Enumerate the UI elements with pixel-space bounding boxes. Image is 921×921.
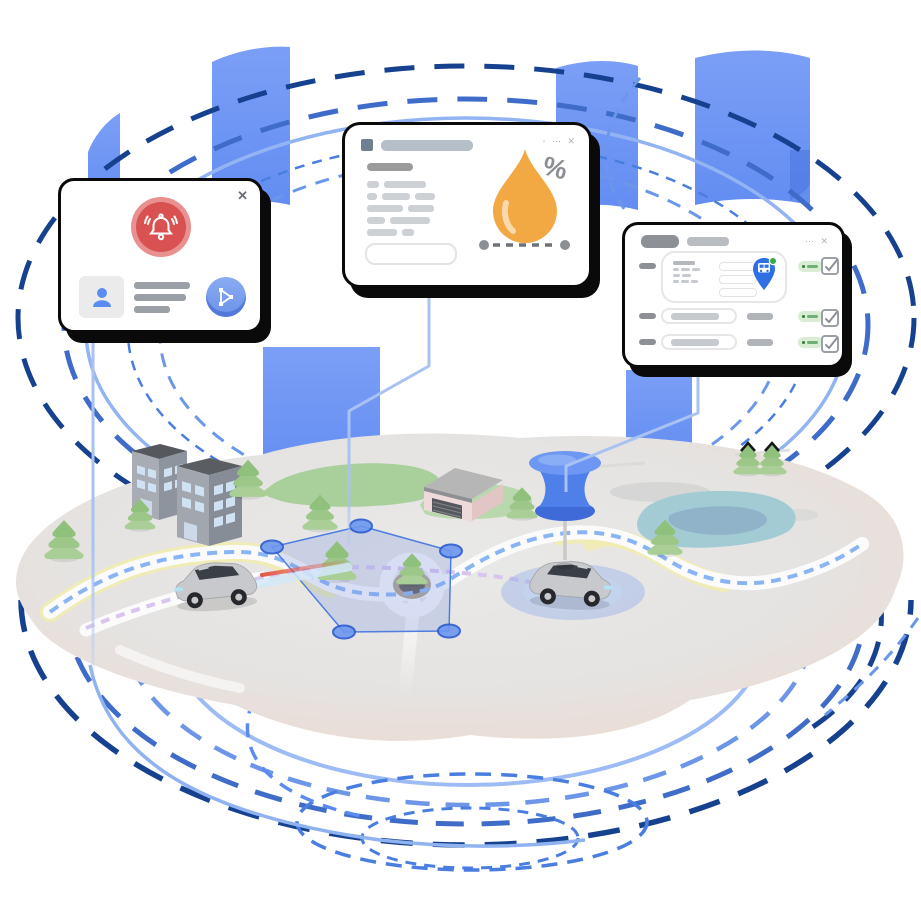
- trip-checklist-card: ⋯ ✕: [622, 222, 845, 368]
- skeleton-line: [134, 281, 190, 289]
- row-value-skeleton: [747, 339, 773, 346]
- row-field-skeleton: [661, 308, 737, 324]
- close-icon[interactable]: ✕: [567, 136, 577, 146]
- status-badge: [798, 261, 823, 272]
- window-controls[interactable]: ⋯ ✕: [805, 237, 830, 246]
- mini-table-skeleton: [673, 261, 700, 283]
- trip-detail-panel[interactable]: [661, 251, 787, 303]
- person-icon: [92, 288, 111, 307]
- alarm-badge: [130, 197, 191, 257]
- tab-skeleton[interactable]: [641, 235, 679, 248]
- header-title-skeleton: [381, 140, 473, 151]
- suv-car-right: [501, 559, 645, 620]
- section-title-skeleton: [367, 163, 413, 171]
- avatar: [79, 276, 124, 318]
- field-skeletons: [719, 262, 757, 297]
- text-skeleton: [134, 281, 196, 313]
- alarm-bell-icon: [143, 213, 178, 241]
- map-island: [15, 433, 904, 741]
- apartment-buildings: [132, 444, 242, 546]
- window-controls: ◦ ⋯ ✕: [542, 137, 577, 146]
- checkbox[interactable]: [821, 257, 839, 275]
- status-badge: [798, 311, 823, 322]
- close-icon[interactable]: ✕: [237, 188, 248, 203]
- row-label-skeleton: [639, 313, 656, 319]
- input-field[interactable]: [365, 243, 457, 265]
- route-dashed-blue: [48, 530, 864, 614]
- tab-skeleton[interactable]: [687, 237, 729, 246]
- card-connectors: [91, 286, 700, 676]
- row-label-skeleton: [639, 263, 656, 269]
- checkbox[interactable]: [821, 309, 839, 327]
- row-field-skeleton: [661, 334, 737, 350]
- skeleton-line: [134, 305, 170, 313]
- text-skeleton: [367, 181, 435, 236]
- route-progress-line: [479, 240, 570, 250]
- evergreen-trees: [44, 441, 787, 587]
- fuel-drop-icon: [493, 149, 557, 243]
- row-value-skeleton: [747, 313, 773, 320]
- geofence-polygon: [260, 518, 463, 640]
- bus-location-pin-icon: [753, 256, 778, 290]
- route-dashed-purple: [85, 565, 531, 630]
- park-green: [263, 463, 441, 507]
- header-square-icon: [361, 139, 373, 151]
- alert-notification-card: ✕: [58, 178, 263, 333]
- status-badge: [798, 337, 823, 348]
- globe-wireframe-bottom: [18, 558, 920, 872]
- row-label-skeleton: [639, 339, 656, 345]
- more-icon[interactable]: ⋯: [551, 136, 563, 146]
- geofence-polygon-icon: [219, 288, 233, 306]
- geofence-vertices: [260, 518, 463, 640]
- more-close-icons[interactable]: ⋯ ✕: [804, 236, 830, 246]
- fuel-report-card: ◦ ⋯ ✕ %: [342, 122, 592, 288]
- minimize-icon[interactable]: ◦: [542, 136, 548, 146]
- geofence-action-button[interactable]: [206, 277, 246, 317]
- skeleton-line: [134, 293, 186, 301]
- garage: [424, 468, 503, 522]
- checkbox[interactable]: [821, 335, 839, 353]
- suv-car-left: [171, 557, 353, 616]
